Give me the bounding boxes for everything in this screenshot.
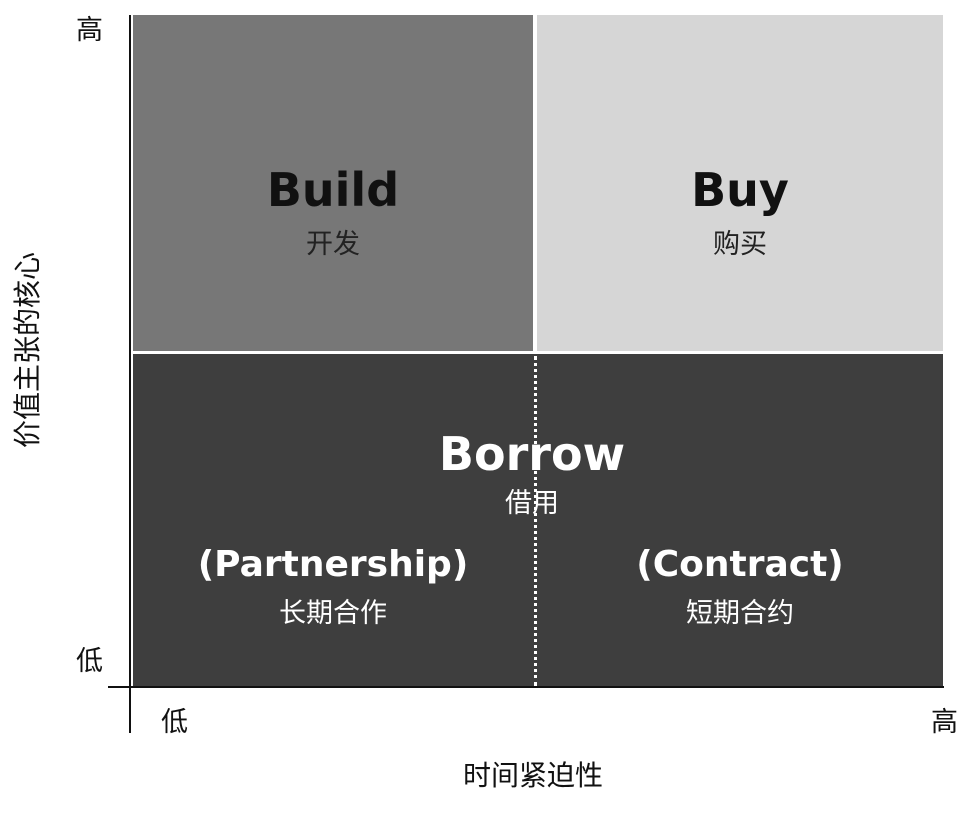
y-axis-line [129,15,131,733]
partnership-title: (Partnership) [197,544,469,585]
x-axis-title: 时间紧迫性 [462,759,604,792]
borrow-dotted-divider [534,356,537,686]
partnership-subtitle: 长期合作 [279,598,387,629]
buy-title: Buy [691,163,789,217]
contract-subtitle: 短期合约 [686,598,794,629]
x-axis-line [108,686,944,688]
y-axis-high-label: 高 [76,15,103,46]
x-axis-low-label: 低 [161,707,188,738]
borrow-title: Borrow [438,427,626,481]
contract-title: (Contract) [636,544,844,585]
y-axis-title: 价值主张的核心 [11,251,44,449]
buy-quadrant [537,15,943,351]
build-title: Build [266,163,400,217]
build-quadrant [133,15,533,351]
buy-subtitle: 购买 [713,229,767,260]
borrow-subtitle: 借用 [505,488,559,519]
build-subtitle: 开发 [306,229,360,260]
x-axis-high-label: 高 [931,707,958,738]
borrow-quadrant [133,354,943,686]
y-axis-low-label: 低 [76,646,103,677]
